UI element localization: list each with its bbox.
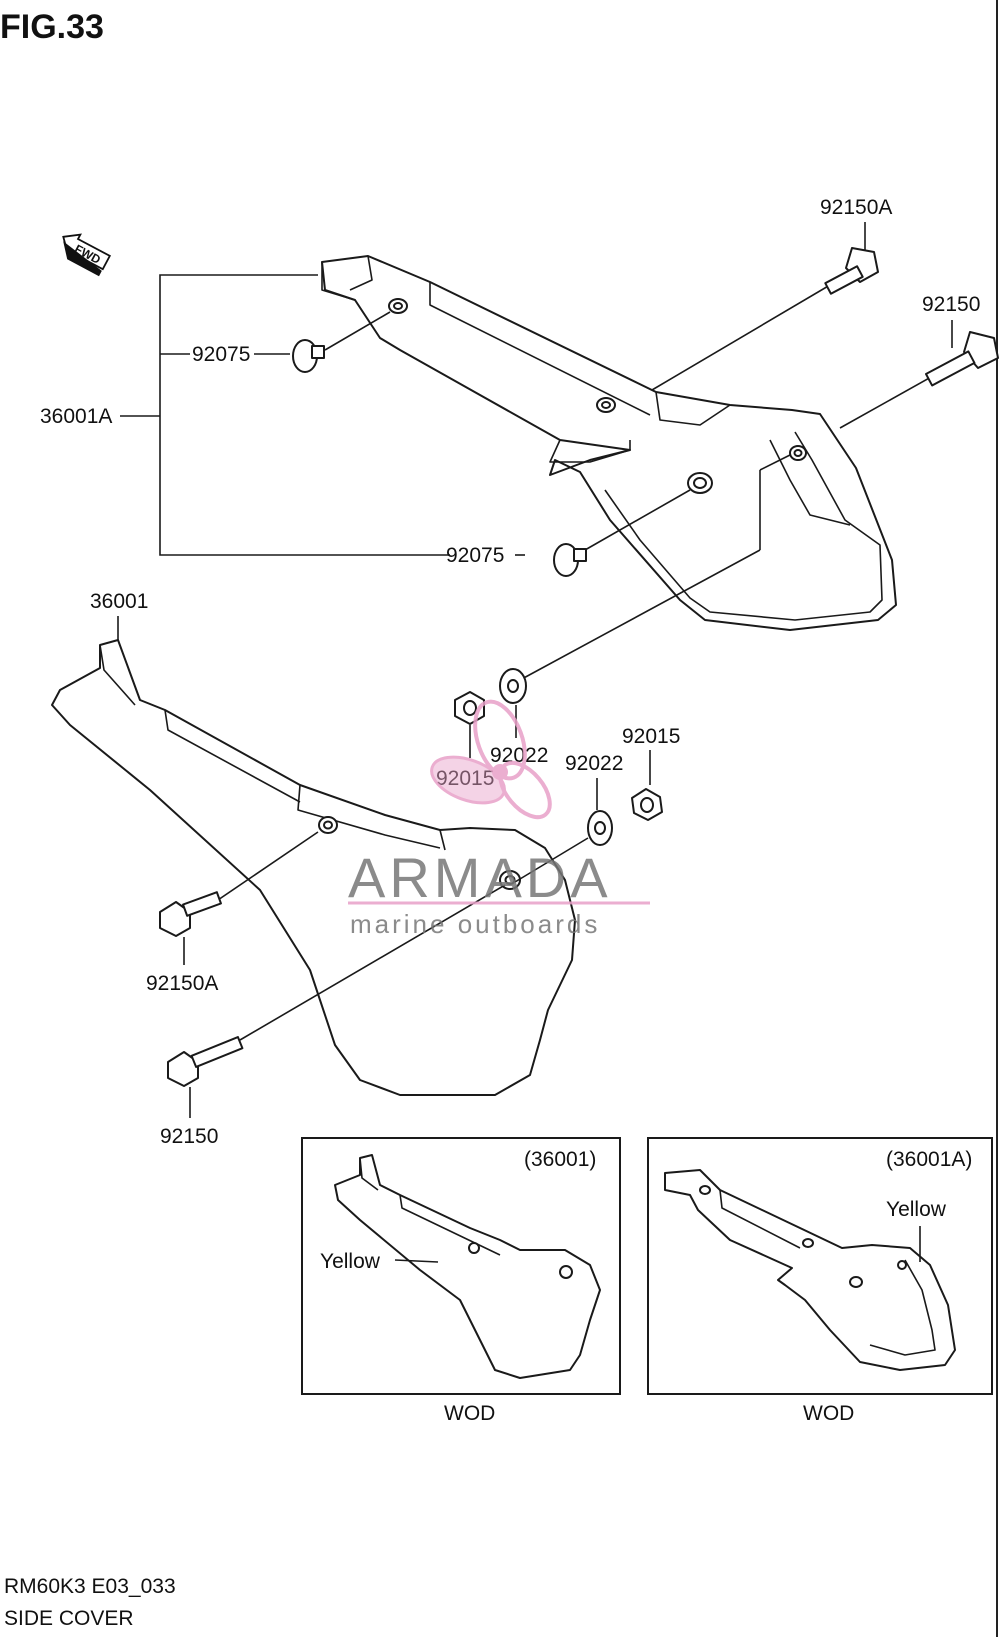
label-92015-right: 92015: [622, 725, 680, 748]
armada-watermark: ARMADA marine outboards: [348, 699, 650, 939]
model-code: RM60K3 E03_033: [4, 1575, 176, 1598]
label-92022-upper: 92022: [490, 744, 548, 767]
label-92022-lower: 92022: [565, 752, 623, 775]
fwd-arrow-icon: FWD: [62, 233, 112, 277]
label-92015-lower-left: 92015: [436, 767, 494, 790]
label-36001A: 36001A: [40, 405, 112, 428]
watermark-brand: ARMADA: [348, 846, 612, 909]
label-36001: 36001: [90, 590, 148, 613]
bolt-92150A-bottom: [159, 831, 319, 937]
inset-36001-caption: WOD: [444, 1402, 495, 1425]
grommet-92075-upper: [292, 311, 391, 373]
inset-36001-color: Yellow: [320, 1250, 381, 1273]
bolt-92150A-top: [651, 247, 879, 391]
side-cover-36001A: [321, 255, 897, 631]
inset-36001-ref: (36001): [524, 1148, 596, 1171]
inset-36001A-color: Yellow: [886, 1198, 947, 1221]
side-cover-36001: [51, 639, 576, 1096]
washer-92022-upper: [499, 668, 527, 704]
label-92150-bottom: 92150: [160, 1125, 218, 1148]
nut-92015-upper: [454, 691, 485, 725]
section-name: SIDE COVER: [4, 1607, 134, 1630]
inset-36001: (36001) Yellow WOD: [301, 1137, 621, 1425]
inset-36001A: (36001A) Yellow WOD: [647, 1137, 993, 1425]
label-92150-top: 92150: [922, 293, 980, 316]
label-92150A-bottom: 92150A: [146, 972, 218, 995]
nut-92015-right: [631, 788, 663, 821]
inset-36001A-ref: (36001A): [886, 1148, 972, 1171]
inset-36001A-caption: WOD: [803, 1402, 854, 1425]
grommet-92075-lower: [515, 489, 691, 577]
watermark-tagline: marine outboards: [350, 909, 600, 939]
washer-92022-lower: [587, 810, 613, 846]
propeller-logo-icon: [430, 699, 552, 820]
label-92075-upper: 92075: [192, 343, 250, 366]
figure-title: FIG.33: [0, 8, 104, 46]
bolt-92150-top: [839, 331, 999, 429]
bolt-92150-bottom: [167, 884, 506, 1087]
label-92075-lower: 92075: [446, 544, 504, 567]
label-92150A-top: 92150A: [820, 196, 892, 219]
